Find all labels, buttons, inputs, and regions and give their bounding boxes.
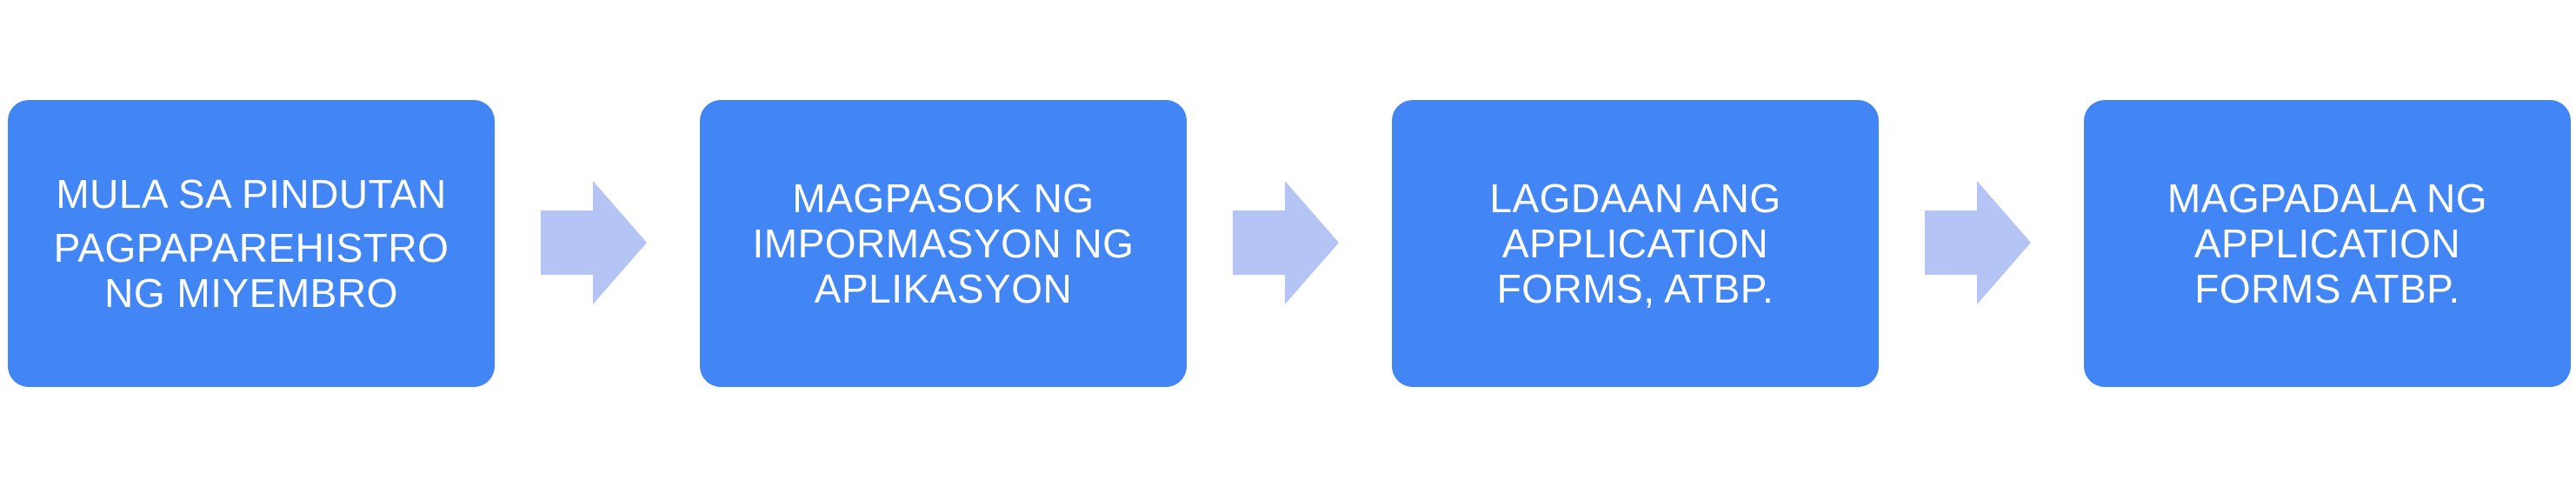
arrow-3-shape [1925,181,2031,304]
arrow-1-shape [541,181,647,304]
step-3-line-2: APPLICATION [1501,221,1769,266]
step-2-line-1: MAGPASOK NG [792,176,1095,221]
arrow-2-shape [1233,181,1339,304]
step-1-box: MULA SA PINDUTAN PAGPAPAREHISTRO NG MIYE… [8,100,495,387]
step-1-line-1: MULA SA PINDUTAN [56,171,447,217]
right-arrow-icon [1233,181,1339,304]
step-4-line-3: FORMS ATBP. [2194,266,2460,311]
step-2-line-2: IMPORMASYON NG [752,221,1135,266]
right-arrow-icon [1925,181,2031,304]
step-2-box: MAGPASOK NG IMPORMASYON NG APLIKASYON [700,100,1187,387]
step-3-box: LAGDAAN ANG APPLICATION FORMS, ATBP. [1392,100,1879,387]
step-3-line-3: FORMS, ATBP. [1496,266,1774,311]
step-4-line-1: MAGPADALA NG [2167,176,2488,221]
step-3-line-1: LAGDAAN ANG [1489,176,1781,221]
step-1-line-3: NG MIYEMBRO [104,270,398,316]
step-4-line-2: APPLICATION [2193,221,2461,266]
right-arrow-icon [541,181,647,304]
step-1-line-2: PAGPAPAREHISTRO [53,225,449,270]
step-2-line-3: APLIKASYON [814,266,1073,311]
step-4-box: MAGPADALA NG APPLICATION FORMS ATBP. [2084,100,2571,387]
